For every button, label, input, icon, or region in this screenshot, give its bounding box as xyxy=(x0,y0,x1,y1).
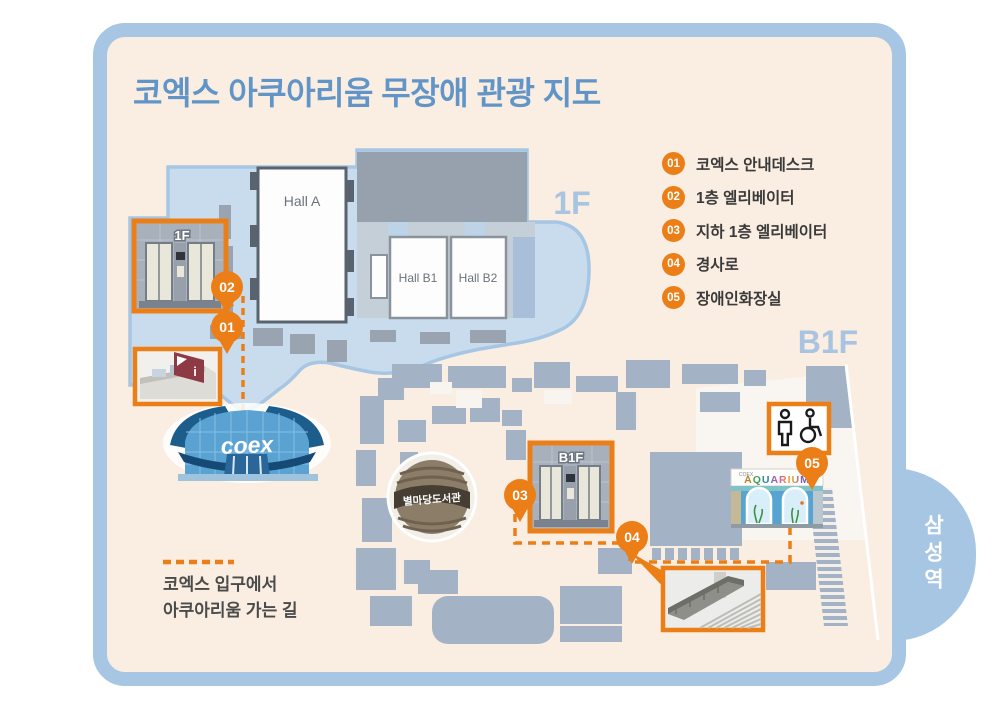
info-sign-label: i xyxy=(193,364,197,379)
photo-elevator-b1f: B1F xyxy=(527,440,615,534)
photo-elevator-1f: 1F xyxy=(131,218,229,314)
legend-item-2: 02 1층 엘리베이터 xyxy=(662,185,827,209)
photo-ramp xyxy=(660,565,766,633)
legend-num-badge: 02 xyxy=(662,185,685,209)
floor-1f-plan: Hall A Hall B1 Hall B2 xyxy=(128,148,591,412)
station-tab-label: 삼성역 xyxy=(921,514,944,595)
legend-num-badge: 05 xyxy=(662,286,685,309)
floor-label-b1f: B1F xyxy=(798,324,858,360)
hall-a-label: Hall A xyxy=(284,193,321,209)
aquarium-storefront: COEX AQUARIUM xyxy=(730,468,824,528)
marker-04: 04 xyxy=(616,521,648,564)
sign-accessible-toilet xyxy=(766,401,832,456)
legend-item-4: 04 경사로 xyxy=(662,252,827,276)
elevator-b1f-tag: B1F xyxy=(559,450,584,465)
legend-item-5: 05 장애인화장실 xyxy=(662,286,827,309)
elevator-1f-tag: 1F xyxy=(174,228,189,243)
legend-num-badge: 03 xyxy=(662,219,685,242)
hall-a: Hall A xyxy=(250,166,354,324)
aquarium-brand: COEX xyxy=(739,472,754,478)
legend-label: 장애인화장실 xyxy=(696,290,782,308)
library-starfield: 별마당도서관 xyxy=(386,451,478,543)
b1f-boundary-line xyxy=(844,363,880,641)
marker-01: 01 xyxy=(211,311,243,354)
marker-03: 03 xyxy=(504,479,536,522)
legend-num-badge: 04 xyxy=(662,252,685,276)
legend-label: 지하 1층 엘리베이터 xyxy=(696,223,828,241)
photo-info-desk: i xyxy=(132,346,223,407)
route-legend-line2: 아쿠아리움 가는 길 xyxy=(163,600,298,620)
coex-logo: coex xyxy=(220,431,275,459)
marker-03-num: 03 xyxy=(512,487,528,503)
legend-num-badge: 01 xyxy=(662,152,685,175)
hall-b2-label: Hall B2 xyxy=(459,271,498,285)
marker-04-num: 04 xyxy=(624,529,640,545)
legend-label: 경사로 xyxy=(696,257,739,274)
b1f-blocks xyxy=(356,360,853,644)
marker-01-num: 01 xyxy=(219,319,235,335)
hall-b2: Hall B2 xyxy=(449,235,508,320)
legend-item-1: 01 코엑스 안내데스크 xyxy=(662,152,827,175)
toilet-person-icon xyxy=(777,408,793,447)
marker-05: 05 xyxy=(796,447,828,490)
legend-label: 1층 엘리베이터 xyxy=(696,190,795,207)
legend-item-3: 03 지하 1층 엘리베이터 xyxy=(662,219,827,242)
aquarium-sign: AQUARIUM xyxy=(744,474,810,486)
callout-wedge-ramp xyxy=(630,552,668,592)
marker-02: 02 xyxy=(211,271,243,314)
page-title: 코엑스 아쿠아리움 무장애 관광 지도 xyxy=(133,75,601,111)
b1f-kiosk-row xyxy=(652,548,739,560)
route-legend: 코엑스 입구에서 아쿠아리움 가는 길 xyxy=(163,572,298,623)
floor-label-1f: 1F xyxy=(553,185,590,221)
coex-building: coex xyxy=(163,403,331,483)
legend-panel: 01 코엑스 안내데스크 02 1층 엘리베이터 03 지하 1층 엘리베이터 … xyxy=(662,152,827,309)
wheelchair-icon xyxy=(799,408,823,444)
hall-b1: Hall B1 xyxy=(388,235,449,320)
legend-label: 코엑스 안내데스크 xyxy=(696,156,815,174)
b1f-light-patches xyxy=(430,382,572,408)
marker-05-num: 05 xyxy=(804,455,820,471)
marker-02-num: 02 xyxy=(219,279,235,295)
route-legend-line1: 코엑스 입구에서 xyxy=(163,575,278,594)
library-label: 별마당도서관 xyxy=(403,491,462,508)
hall-b1-label: Hall B1 xyxy=(399,271,438,285)
